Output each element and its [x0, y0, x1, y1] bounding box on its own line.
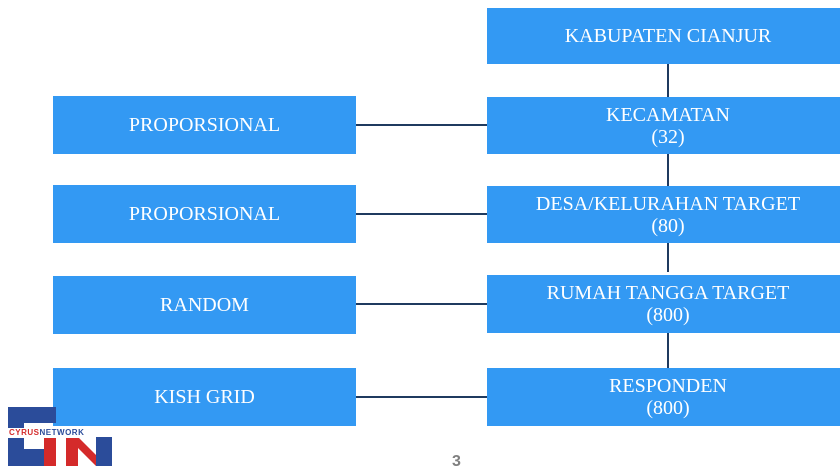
- box-method-responden-label: KISH GRID: [154, 386, 255, 408]
- box-desa-kelurahan-count: (80): [651, 214, 685, 237]
- box-method-rumah-tangga: RANDOM: [53, 276, 356, 334]
- box-method-desa-label: PROPORSIONAL: [128, 203, 281, 225]
- connector-horizontal-1: [356, 124, 488, 126]
- box-desa-kelurahan-label: DESA/KELURAHAN TARGET: [535, 192, 801, 215]
- box-kecamatan-count: (32): [651, 125, 685, 148]
- box-rumah-tangga-count: (800): [646, 304, 690, 326]
- box-kabupaten: KABUPATEN CIANJUR: [487, 8, 840, 64]
- cyrus-network-logo-icon: [8, 407, 112, 466]
- logo-word-network: NETWORK: [39, 428, 85, 437]
- box-kecamatan-label: KECAMATAN: [606, 103, 730, 126]
- box-rumah-tangga-label: RUMAH TANGGA TARGET: [546, 282, 790, 304]
- box-desa-kelurahan: DESA/KELURAHAN TARGET (80): [487, 186, 840, 243]
- box-kecamatan: KECAMATAN (32): [487, 97, 840, 154]
- page-number: 3: [452, 453, 461, 470]
- box-method-rumah-tangga-label: RANDOM: [160, 294, 249, 316]
- box-kabupaten-label: KABUPATEN CIANJUR: [564, 25, 772, 47]
- box-method-responden: KISH GRID: [53, 368, 356, 426]
- connector-horizontal-2: [356, 213, 488, 215]
- box-responden-label: RESPONDEN: [609, 375, 727, 397]
- box-responden: RESPONDEN (800): [487, 368, 840, 426]
- connector-horizontal-4: [356, 396, 488, 398]
- box-method-desa: PROPORSIONAL: [53, 185, 356, 243]
- connector-vertical-3: [667, 242, 669, 272]
- connector-horizontal-3: [356, 303, 488, 305]
- box-method-kecamatan: PROPORSIONAL: [53, 96, 356, 154]
- logo-wordmark: CYRUSNETWORK: [8, 428, 86, 438]
- logo-word-cyrus: CYRUS: [9, 428, 40, 437]
- connector-vertical-4: [667, 332, 669, 368]
- box-responden-count: (800): [646, 397, 690, 419]
- connector-vertical-1: [667, 64, 669, 98]
- box-method-kecamatan-label: PROPORSIONAL: [128, 114, 281, 136]
- box-rumah-tangga: RUMAH TANGGA TARGET (800): [487, 275, 840, 333]
- connector-vertical-2: [667, 154, 669, 186]
